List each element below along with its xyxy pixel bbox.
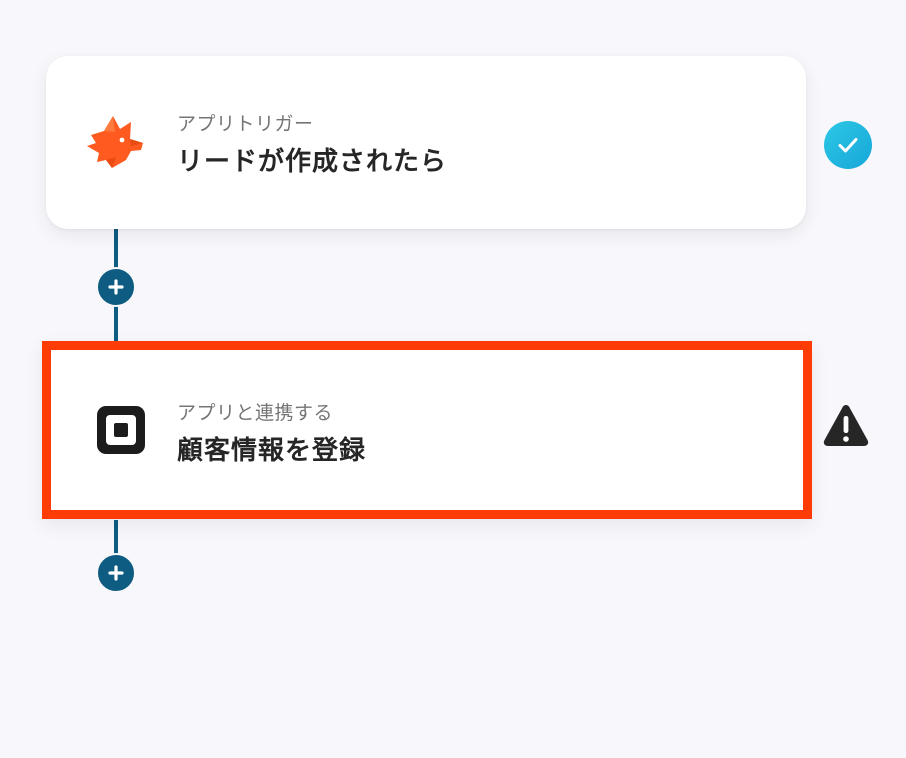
warning-icon — [822, 402, 870, 448]
action-step-title: 顧客情報を登録 — [177, 436, 367, 466]
warning-triangle-shape — [823, 405, 869, 446]
square-app-icon — [89, 398, 153, 462]
square-logo-shape — [97, 406, 145, 454]
trigger-step-text: アプリトリガー リードが作成されたら — [177, 112, 447, 178]
trigger-step-title: リードが作成されたら — [177, 147, 448, 177]
action-step-text: アプリと連携する 顧客情報を登録 — [177, 401, 366, 467]
check-icon — [824, 121, 872, 169]
add-step-button[interactable] — [96, 267, 136, 307]
fox-logo-shape — [87, 116, 143, 168]
add-step-button[interactable] — [96, 553, 136, 593]
trigger-step-card[interactable]: アプリトリガー リードが作成されたら — [46, 56, 806, 229]
trigger-step-subtitle: アプリトリガー — [177, 113, 314, 135]
action-step-subtitle: アプリと連携する — [177, 402, 334, 424]
action-step-card[interactable]: アプリと連携する 顧客情報を登録 — [42, 341, 812, 519]
plus-icon — [108, 565, 124, 581]
fox-app-icon — [82, 110, 146, 174]
plus-icon — [108, 279, 124, 295]
check-mark-shape — [838, 138, 858, 153]
flow-connector-line — [114, 520, 118, 572]
